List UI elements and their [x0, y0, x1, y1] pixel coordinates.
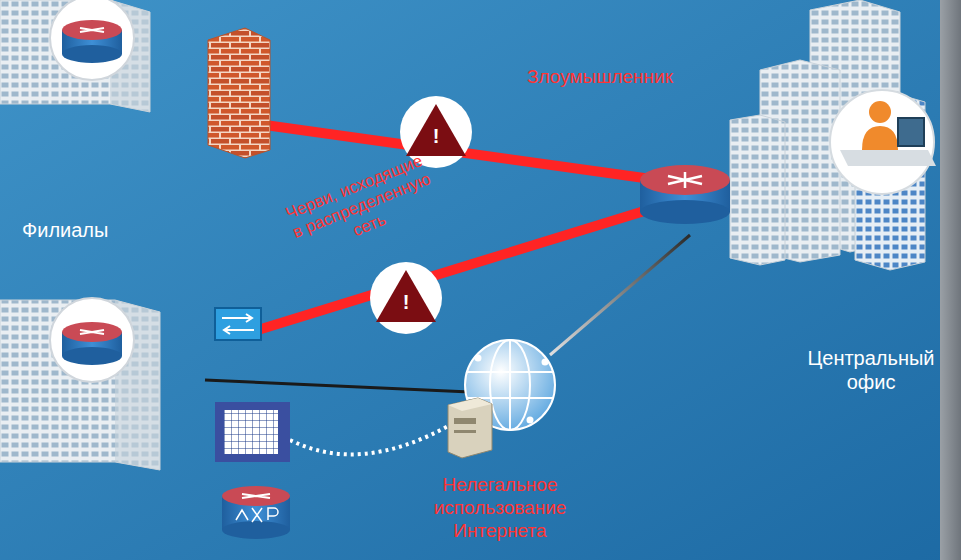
warning-mark: ! [396, 290, 416, 314]
worms-label: Черви, исходящие в распределенную сеть [281, 150, 443, 263]
warning-icon [370, 262, 442, 334]
firewall [208, 28, 270, 158]
central-router [640, 165, 730, 224]
attacker-label: Злоумышленник [500, 66, 700, 89]
operator-icon [830, 90, 936, 194]
branch-router [50, 0, 134, 80]
illegal-internet-label: Нелегальное использование Интернета [425, 474, 575, 542]
branches-label: Филиалы [22, 218, 152, 242]
switch-icon [215, 308, 261, 340]
branch-building [0, 300, 160, 470]
central-office-label: Центральный офис [806, 346, 936, 394]
server [448, 398, 492, 458]
warning-mark: ! [426, 124, 446, 148]
branch-router [50, 298, 134, 382]
device-icon [215, 402, 290, 462]
axp-router [222, 486, 290, 539]
side-strip [940, 0, 961, 560]
